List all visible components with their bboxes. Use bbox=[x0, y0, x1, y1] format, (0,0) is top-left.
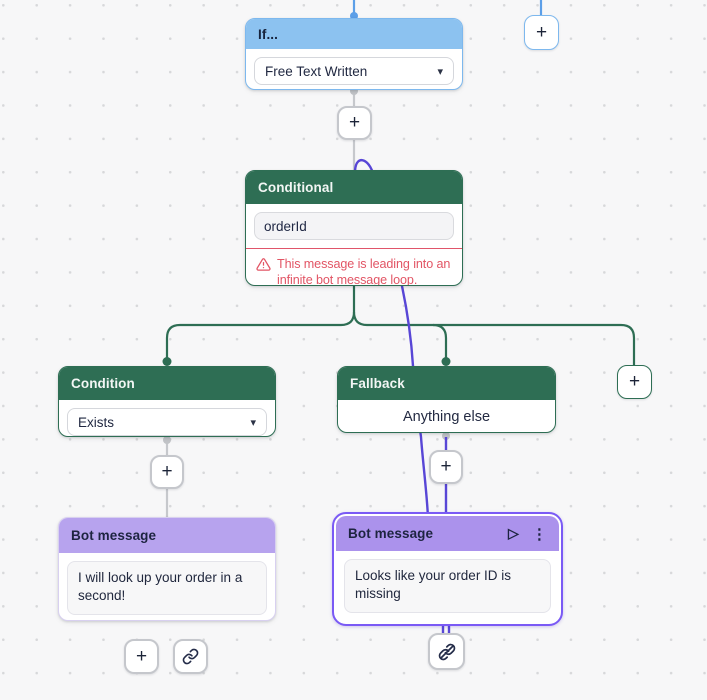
condition-node-title: Condition bbox=[71, 376, 135, 391]
condition-operator-value: Exists bbox=[78, 414, 115, 430]
plus-icon: + bbox=[161, 461, 173, 482]
add-branch-button[interactable]: + bbox=[617, 365, 652, 399]
fallback-output-port-dot bbox=[442, 432, 450, 440]
chevron-down-icon: ▾ bbox=[437, 65, 443, 78]
link-icon bbox=[182, 648, 199, 665]
fallback-node[interactable]: Fallback Anything else bbox=[337, 366, 556, 433]
error-divider bbox=[246, 248, 462, 249]
bot-message-left-text[interactable]: I will look up your order in a second! bbox=[67, 561, 267, 615]
bot-message-right-header[interactable]: Bot message ▷ ⋮ bbox=[336, 516, 559, 551]
fallback-node-body-text: Anything else bbox=[402, 409, 491, 425]
condition-input-port-dot bbox=[162, 357, 172, 366]
bot-message-left-title: Bot message bbox=[71, 528, 157, 543]
add-step-button-below-condition[interactable]: + bbox=[150, 455, 184, 489]
plus-icon: + bbox=[135, 645, 148, 667]
bot-message-node-left[interactable]: Bot message I will look up your order in… bbox=[58, 517, 276, 621]
bot-message-node-right[interactable]: Bot message ▷ ⋮ Looks like your order ID… bbox=[336, 516, 559, 622]
add-step-button-below-bot-left[interactable]: + bbox=[124, 639, 159, 674]
bot-message-left-header[interactable]: Bot message bbox=[59, 518, 275, 553]
condition-node[interactable]: Condition Exists ▾ bbox=[58, 366, 276, 437]
conditional-node-title: Conditional bbox=[258, 180, 334, 195]
plus-icon: + bbox=[440, 456, 452, 477]
edge-conditional-to-condition bbox=[165, 286, 356, 360]
bot-message-right-text[interactable]: Looks like your order ID is missing bbox=[344, 559, 551, 613]
if-type-dropdown-value: Free Text Written bbox=[265, 63, 368, 79]
play-icon[interactable]: ▷ bbox=[508, 525, 519, 541]
fallback-node-title: Fallback bbox=[350, 376, 405, 391]
link-button[interactable] bbox=[173, 639, 208, 674]
fallback-input-port-dot bbox=[441, 357, 451, 366]
kebab-menu-icon[interactable]: ⋮ bbox=[531, 525, 547, 543]
condition-output-port-dot bbox=[163, 436, 171, 444]
if-node-header[interactable]: If... bbox=[246, 19, 462, 49]
add-node-button-top-right[interactable]: + bbox=[524, 15, 559, 50]
unlink-button[interactable] bbox=[428, 633, 465, 670]
fallback-node-header[interactable]: Fallback bbox=[338, 367, 555, 400]
if-node[interactable]: If... Free Text Written ▾ bbox=[245, 18, 463, 90]
conditional-variable-input[interactable] bbox=[254, 212, 454, 240]
conditional-node-header[interactable]: Conditional bbox=[246, 171, 462, 204]
conditional-node[interactable]: Conditional This message is leading into… bbox=[245, 170, 463, 286]
bot-message-right-title: Bot message bbox=[348, 526, 434, 541]
if-node-title: If... bbox=[258, 26, 278, 42]
condition-node-header[interactable]: Condition bbox=[59, 367, 275, 400]
plus-icon: + bbox=[535, 21, 548, 43]
plus-icon: + bbox=[628, 371, 641, 392]
infinite-loop-warning-text: This message is leading into an infinite… bbox=[277, 257, 451, 286]
if-type-dropdown[interactable]: Free Text Written ▾ bbox=[254, 57, 454, 85]
add-step-button-below-fallback[interactable]: + bbox=[429, 450, 463, 484]
plus-icon: + bbox=[348, 112, 361, 133]
add-step-button-below-if[interactable]: + bbox=[337, 106, 372, 140]
bot-message-node-right-selection-ring: Bot message ▷ ⋮ Looks like your order ID… bbox=[332, 512, 563, 626]
edge-conditional-to-fallback bbox=[432, 323, 448, 360]
infinite-loop-warning: This message is leading into an infinite… bbox=[254, 249, 454, 286]
edge-conditional-to-add-branch bbox=[352, 311, 636, 366]
condition-operator-dropdown[interactable]: Exists ▾ bbox=[67, 408, 267, 436]
unlink-icon bbox=[438, 643, 455, 660]
warning-triangle-icon bbox=[256, 258, 271, 271]
chevron-down-icon: ▾ bbox=[250, 416, 256, 429]
